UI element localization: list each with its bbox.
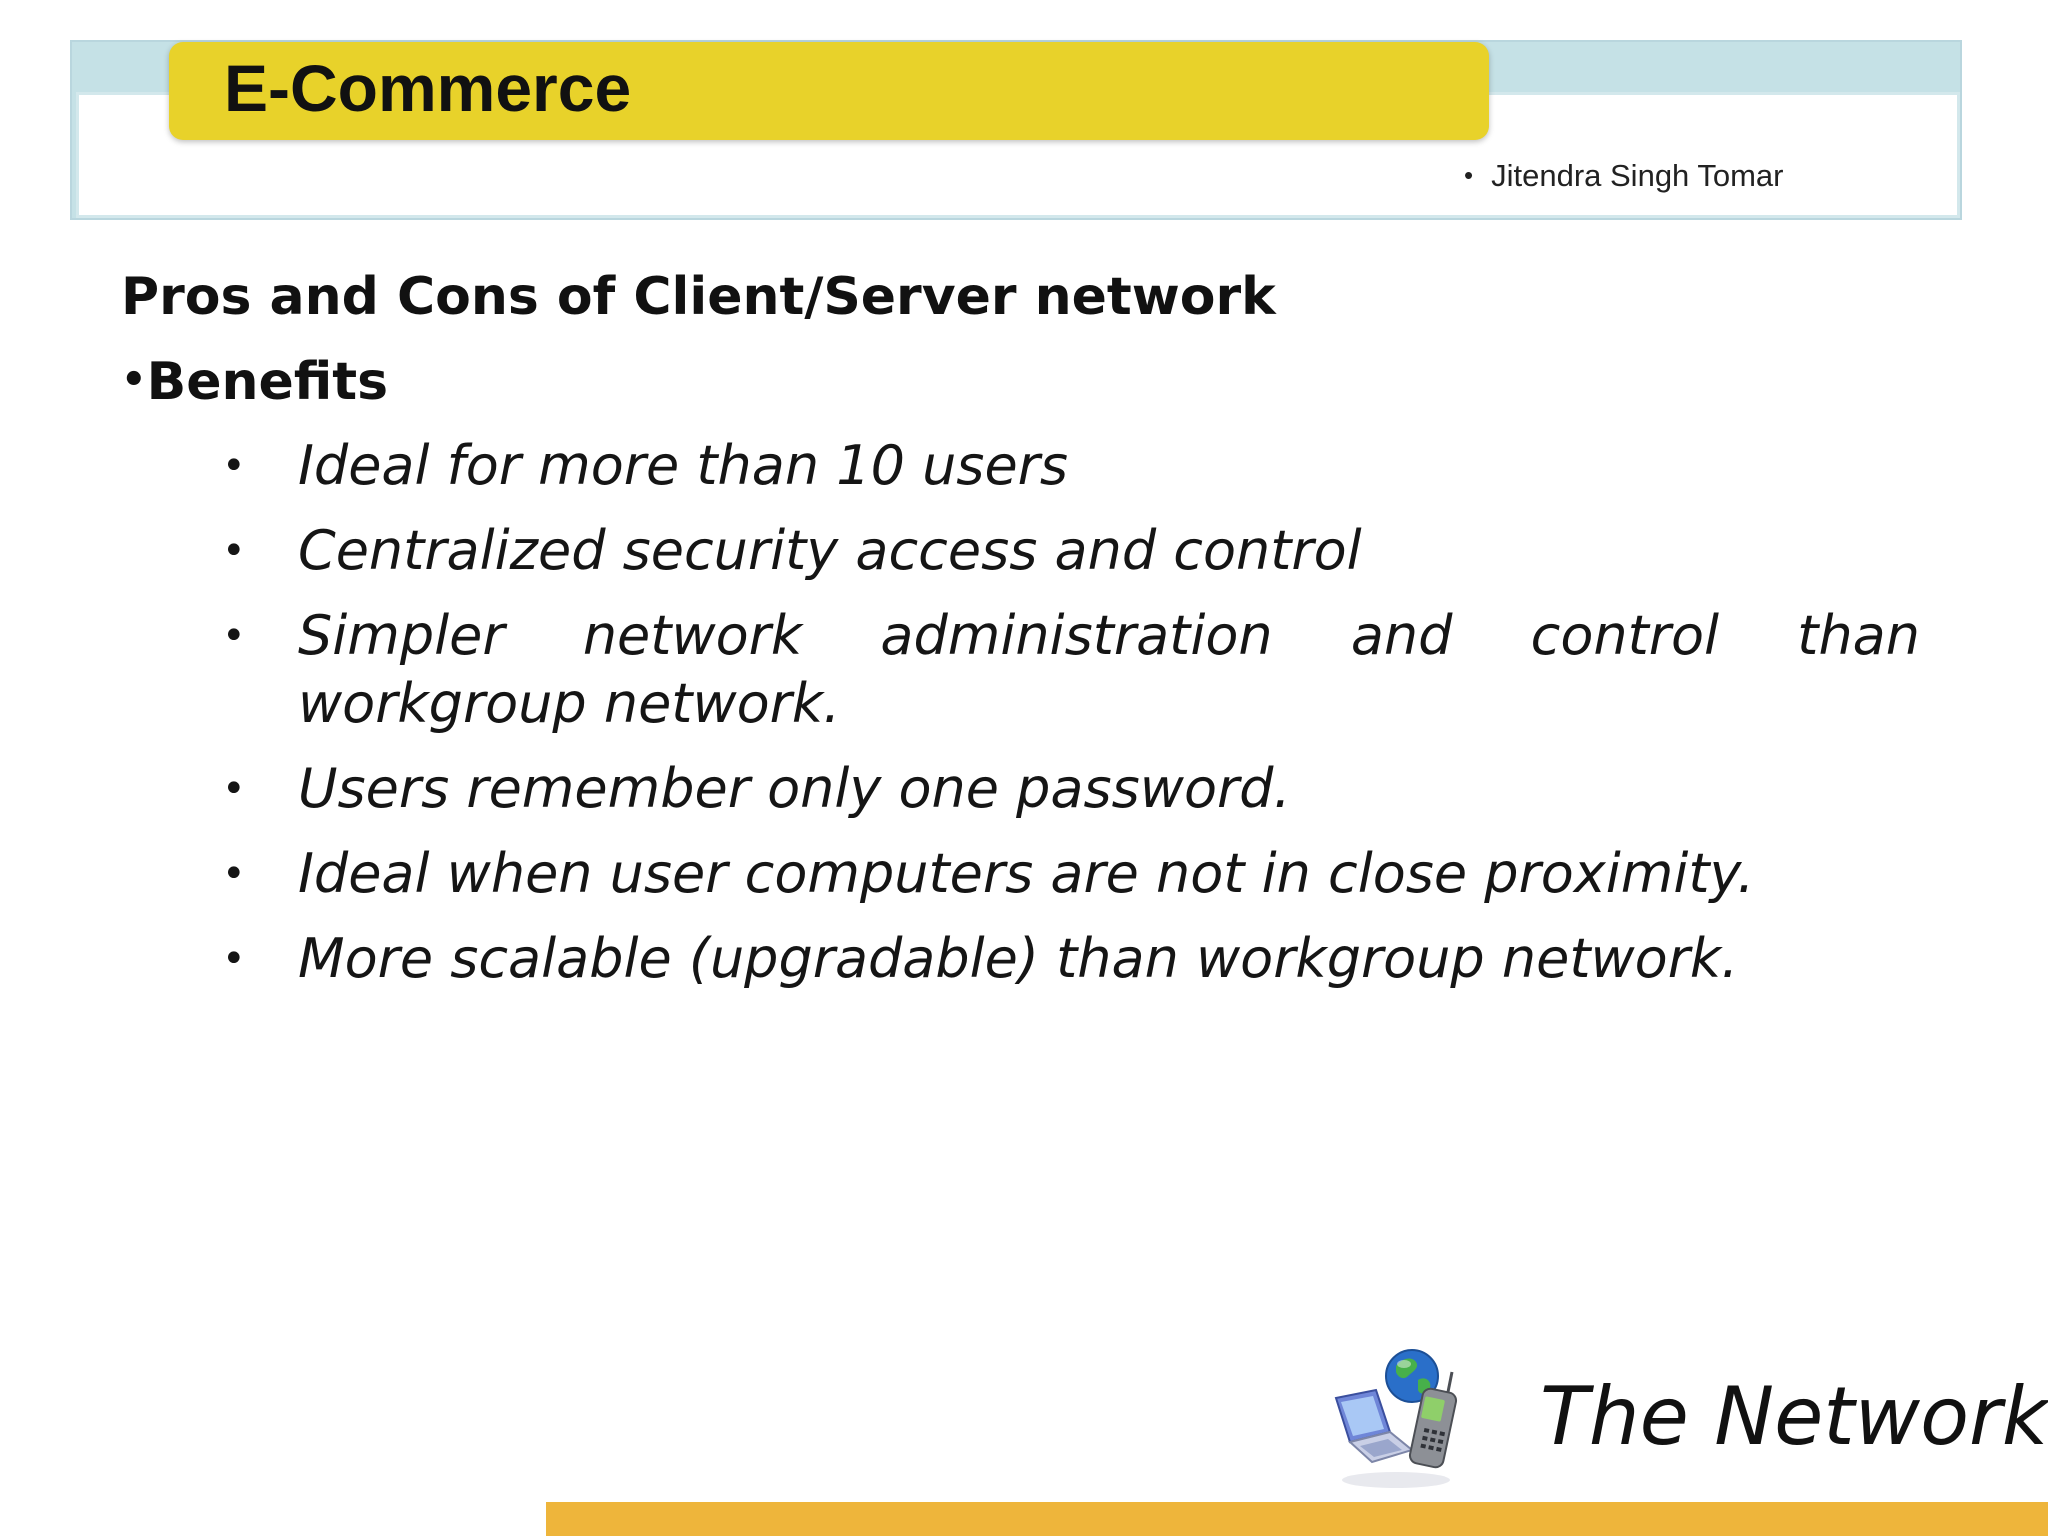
list-item-text: Users remember only one password. — [298, 757, 1291, 820]
benefits-label: Benefits — [146, 352, 389, 412]
bullet-dot: • — [222, 528, 246, 574]
bullet-dot: • — [222, 851, 246, 897]
bullet-dot: • — [222, 443, 246, 489]
bullet-dot: • — [222, 936, 246, 982]
globe-icon — [1385, 1349, 1439, 1403]
list-item: • More scalable (upgradable) than workgr… — [220, 925, 1920, 993]
list-item-text: Ideal for more than 10 users — [298, 434, 1069, 497]
author-bullet: • — [1464, 160, 1474, 190]
section-heading: Pros and Cons of Client/Server network — [121, 267, 1276, 327]
list-item: • Ideal for more than 10 users — [220, 432, 1920, 500]
list-item-text: Simpler network administration and contr… — [298, 604, 1920, 735]
bullet-dot: • — [222, 766, 246, 812]
author-line: • Jitendra Singh Tomar — [1464, 158, 1783, 194]
footer-bar — [546, 1502, 2048, 1536]
author-name: Jitendra Singh Tomar — [1491, 158, 1784, 193]
benefits-bullet: • — [121, 357, 147, 403]
list-item: • Ideal when user computers are not in c… — [220, 840, 1920, 908]
list-item: • Simpler network administration and con… — [220, 602, 1920, 738]
bullet-dot: • — [222, 613, 246, 659]
list-item-text: More scalable (upgradable) than workgrou… — [298, 927, 1739, 990]
title-banner: E-Commerce — [169, 42, 1489, 140]
slide-title: E-Commerce — [224, 51, 632, 125]
benefits-list: • Ideal for more than 10 users • Central… — [220, 432, 1920, 1010]
list-item-text: Ideal when user computers are not in clo… — [298, 842, 1755, 905]
list-item-text: Centralized security access and control — [298, 519, 1362, 582]
list-item: • Centralized security access and contro… — [220, 517, 1920, 585]
list-item: • Users remember only one password. — [220, 755, 1920, 823]
network-devices-icon — [1334, 1349, 1458, 1488]
laptop-icon — [1334, 1388, 1415, 1464]
footer-caption: The Network — [1540, 1370, 2048, 1463]
benefits-heading: •Benefits — [121, 352, 388, 412]
phone-icon — [1408, 1371, 1458, 1469]
